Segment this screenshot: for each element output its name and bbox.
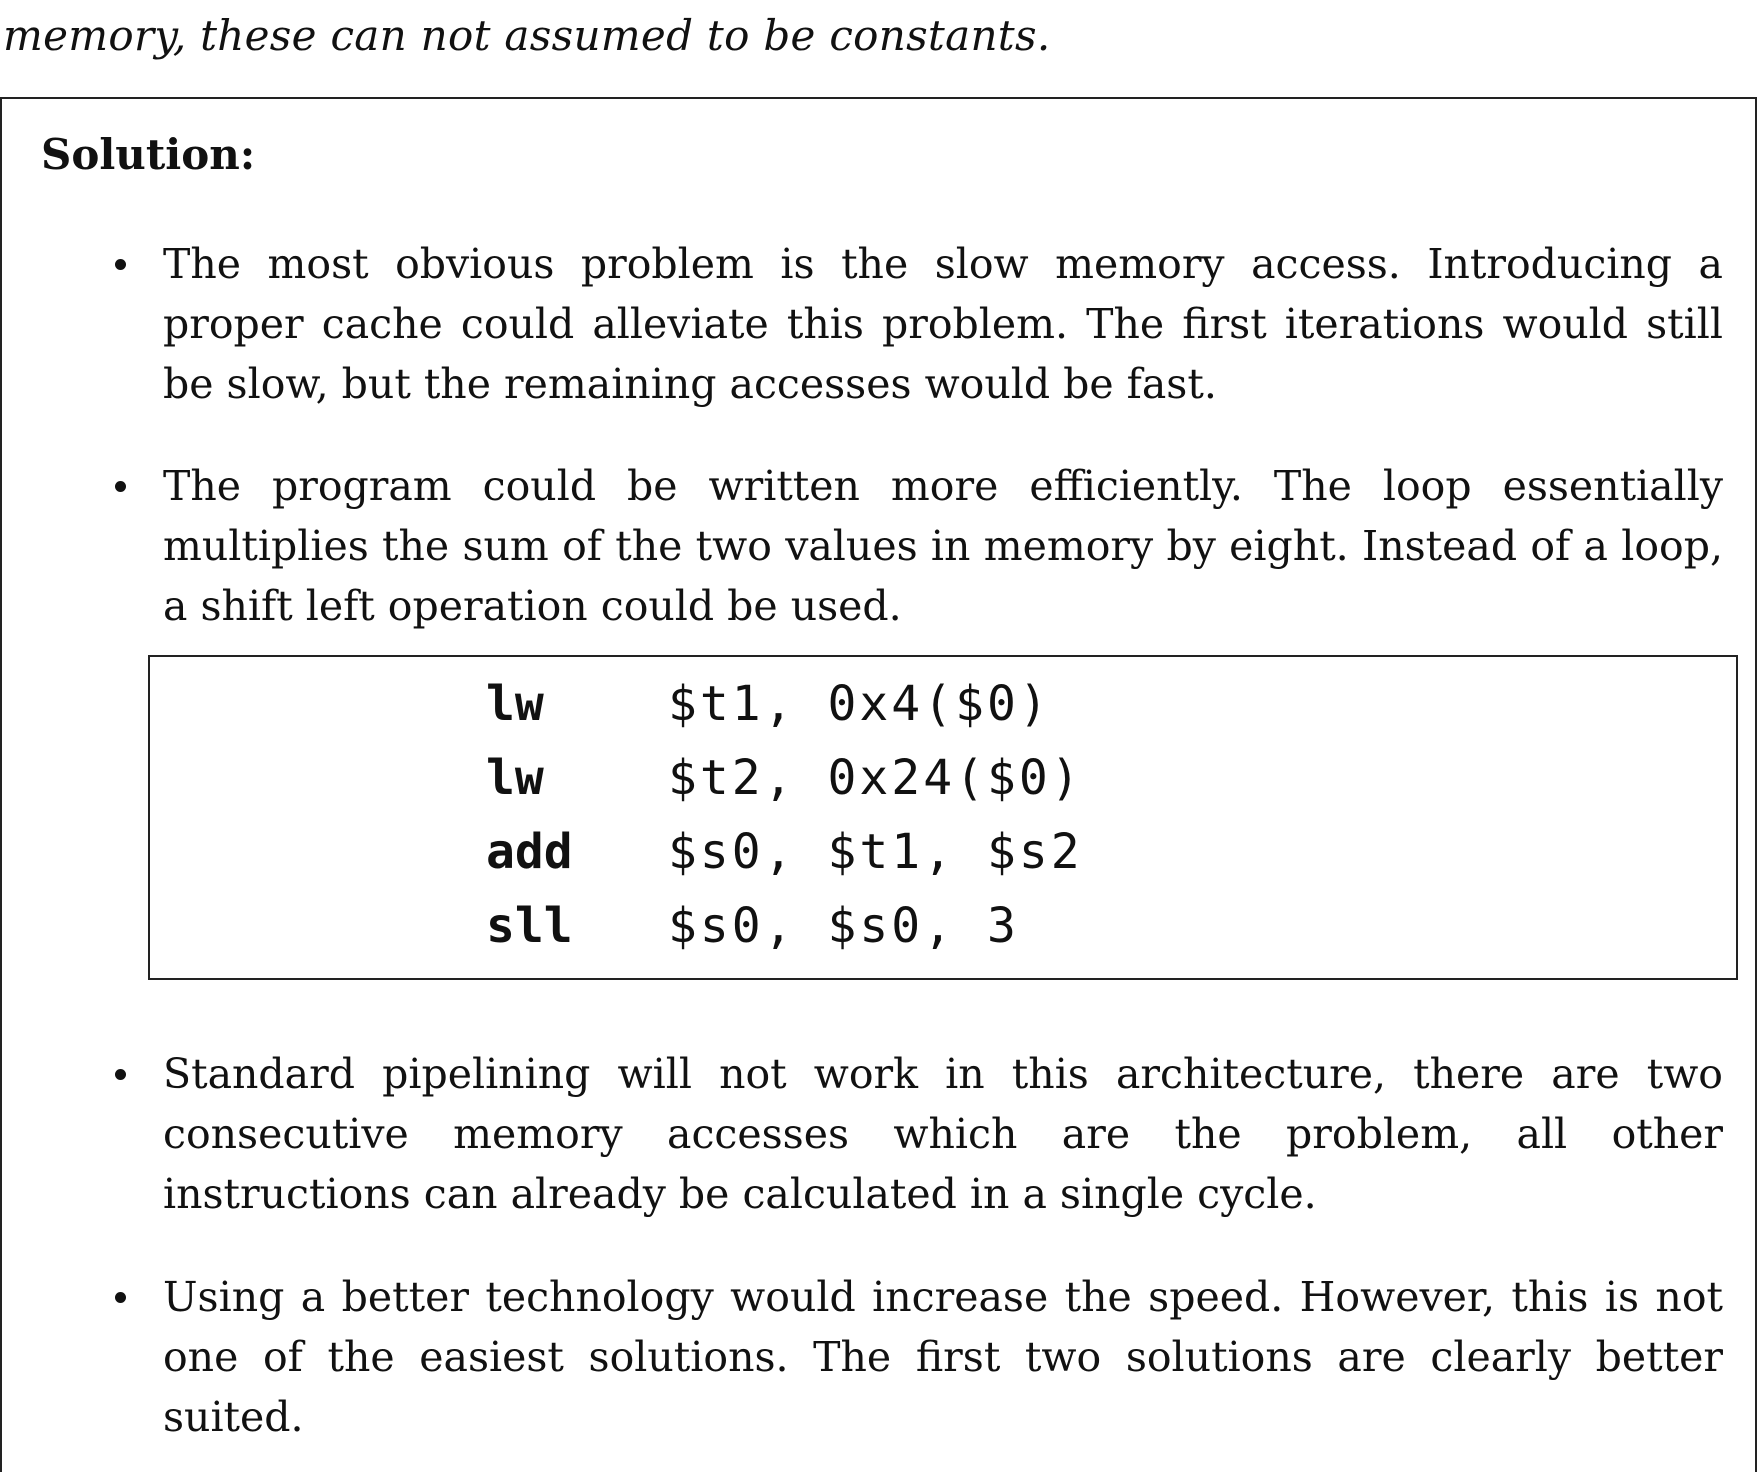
bullet-dot-icon (115, 1069, 126, 1080)
code-line: lw $t2, 0x24($0) (486, 741, 1083, 815)
code-operands: $t2, 0x24($0) (668, 750, 1083, 806)
bullet-dot-icon (115, 259, 126, 270)
code-block: lw $t1, 0x4($0) lw $t2, 0x24($0) add $s0, $… (148, 655, 1738, 980)
code-opcode: lw (486, 750, 544, 806)
code-operands: $t1, 0x4($0) (668, 676, 1051, 732)
code-line: sll $s0, $s0, 3 (486, 889, 1019, 963)
code-operands: $s0, $t1, $s2 (668, 824, 1083, 880)
code-line: lw $t1, 0x4($0) (486, 667, 1051, 741)
solution-box: Solution: The most obvious problem is th… (0, 97, 1757, 1472)
code-opcode: lw (486, 676, 544, 732)
bullet-text: Using a better technology would increase… (163, 1273, 1723, 1441)
code-line: add $s0, $t1, $s2 (486, 815, 1083, 889)
intro-text: memory, these can not assumed to be cons… (3, 11, 1051, 60)
code-operands: $s0, $s0, 3 (668, 898, 1019, 954)
bullet-dot-icon (115, 1292, 126, 1303)
bullet-dot-icon (115, 481, 126, 492)
bullet-text: The program could be written more effici… (163, 462, 1723, 630)
bullet-text: The most obvious problem is the slow mem… (163, 240, 1723, 408)
code-opcode: add (486, 824, 573, 880)
solution-heading: Solution: (41, 130, 256, 179)
code-opcode: sll (486, 898, 573, 954)
bullet-text: Standard pipelining will not work in thi… (163, 1050, 1723, 1218)
